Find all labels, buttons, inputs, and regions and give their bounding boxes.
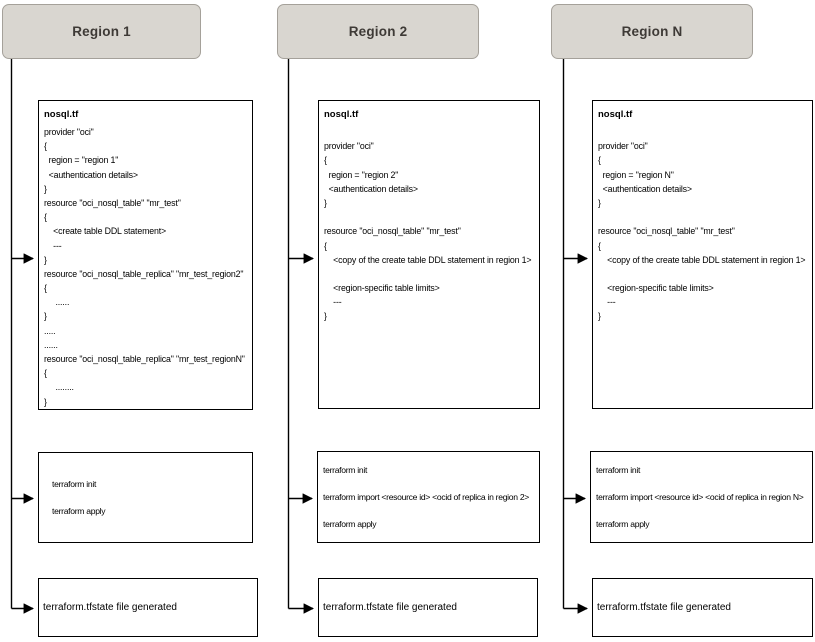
code-line: { — [598, 155, 601, 166]
region-2-commands-box: terraform init terraform import <resource… — [317, 451, 540, 543]
tf-filename: nosql.tf — [598, 109, 633, 120]
code-line: { — [44, 368, 47, 379]
code-line — [324, 267, 536, 281]
code-line: } — [44, 254, 47, 265]
code-line: region = "region 2" — [324, 169, 399, 180]
region-1-header: Region 1 — [2, 4, 201, 59]
code-line: } — [324, 197, 327, 208]
code-line: <copy of the create table DDL statement … — [598, 254, 806, 265]
code-line — [598, 125, 809, 139]
region-1-commands-box: terraform init terraform apply — [38, 452, 253, 543]
code-line: } — [44, 396, 47, 407]
tf-code-lines: provider "oci" { region = "region 1" <aut… — [44, 125, 249, 409]
code-line: resource "oci_nosql_table" "mr_test" — [324, 226, 461, 237]
region-2-result-box: terraform.tfstate file generated — [318, 578, 538, 637]
tfstate-result-text: terraform.tfstate file generated — [597, 602, 731, 613]
code-line: resource "oci_nosql_table_replica" "mr_t… — [44, 268, 244, 279]
code-line: <region-specific table limits> — [324, 283, 440, 294]
code-line: region = "region 1" — [44, 155, 119, 166]
code-line: } — [44, 311, 47, 322]
code-line: } — [44, 183, 47, 194]
code-line: { — [44, 212, 47, 223]
code-line: { — [598, 240, 601, 251]
code-line: ..... — [44, 325, 56, 336]
code-line: resource "oci_nosql_table" "mr_test" — [44, 197, 181, 208]
code-line — [324, 210, 536, 224]
code-line: ...... — [44, 339, 58, 350]
code-line: { — [44, 141, 47, 152]
code-line: <authentication details> — [324, 183, 418, 194]
code-line: } — [598, 197, 601, 208]
code-line: provider "oci" — [324, 141, 374, 152]
region-n-result-box: terraform.tfstate file generated — [592, 578, 813, 637]
region-n-tf-file-box: nosql.tf provider "oci" { region = "regio… — [592, 100, 813, 409]
code-line: --- — [44, 240, 62, 251]
code-line: ...... — [44, 297, 70, 308]
region-2-header: Region 2 — [277, 4, 479, 59]
terraform-command: terraform import <resource id> <ocid of … — [596, 492, 804, 502]
code-line: ........ — [44, 382, 74, 393]
tfstate-result-text: terraform.tfstate file generated — [323, 602, 457, 613]
tf-code-lines: provider "oci" { region = "region 2" <aut… — [324, 125, 536, 324]
code-line: <region-specific table limits> — [598, 283, 714, 294]
region-n-header: Region N — [551, 4, 753, 59]
tfstate-result-text: terraform.tfstate file generated — [43, 602, 177, 613]
code-line: provider "oci" — [598, 141, 648, 152]
region-n-title: Region N — [621, 24, 683, 39]
tf-filename: nosql.tf — [324, 109, 359, 120]
code-line: provider "oci" — [44, 127, 94, 137]
region-1-tf-file-box: nosql.tf provider "oci" { region = "regio… — [38, 100, 253, 410]
code-line — [324, 125, 536, 139]
code-line: --- — [324, 297, 342, 308]
code-line: region = "region N" — [598, 169, 674, 180]
code-line — [598, 210, 809, 224]
terraform-command: terraform init — [323, 465, 368, 475]
code-line: <create table DDL statement> — [44, 226, 167, 237]
region-n-commands-box: terraform init terraform import <resource… — [590, 451, 813, 543]
code-line: <copy of the create table DDL statement … — [324, 254, 532, 265]
code-line: } — [324, 311, 327, 322]
terraform-command: terraform init — [52, 479, 97, 489]
terraform-command: terraform apply — [52, 506, 106, 516]
region-1-result-box: terraform.tfstate file generated — [38, 578, 258, 637]
code-line: { — [44, 283, 47, 294]
region-2-title: Region 2 — [348, 24, 408, 39]
code-line: { — [324, 155, 327, 166]
terraform-command: terraform apply — [596, 519, 650, 529]
code-line: } — [598, 311, 601, 322]
region-2-tf-file-box: nosql.tf provider "oci" { region = "regio… — [318, 100, 540, 409]
code-line: --- — [598, 297, 616, 308]
tf-filename: nosql.tf — [44, 109, 79, 120]
terraform-command: terraform apply — [323, 519, 377, 529]
code-line: <authentication details> — [598, 183, 692, 194]
terraform-command: terraform import <resource id> <ocid of … — [323, 492, 530, 502]
region-1-title: Region 1 — [72, 24, 131, 39]
code-line: resource "oci_nosql_table" "mr_test" — [598, 226, 735, 237]
code-line: <authentication details> — [44, 169, 138, 180]
terraform-command: terraform init — [596, 465, 641, 475]
code-line: resource "oci_nosql_table_replica" "mr_t… — [44, 354, 245, 364]
code-line — [598, 267, 809, 281]
tf-code-lines: provider "oci" { region = "region N" <aut… — [598, 125, 809, 324]
code-line: { — [324, 240, 327, 251]
